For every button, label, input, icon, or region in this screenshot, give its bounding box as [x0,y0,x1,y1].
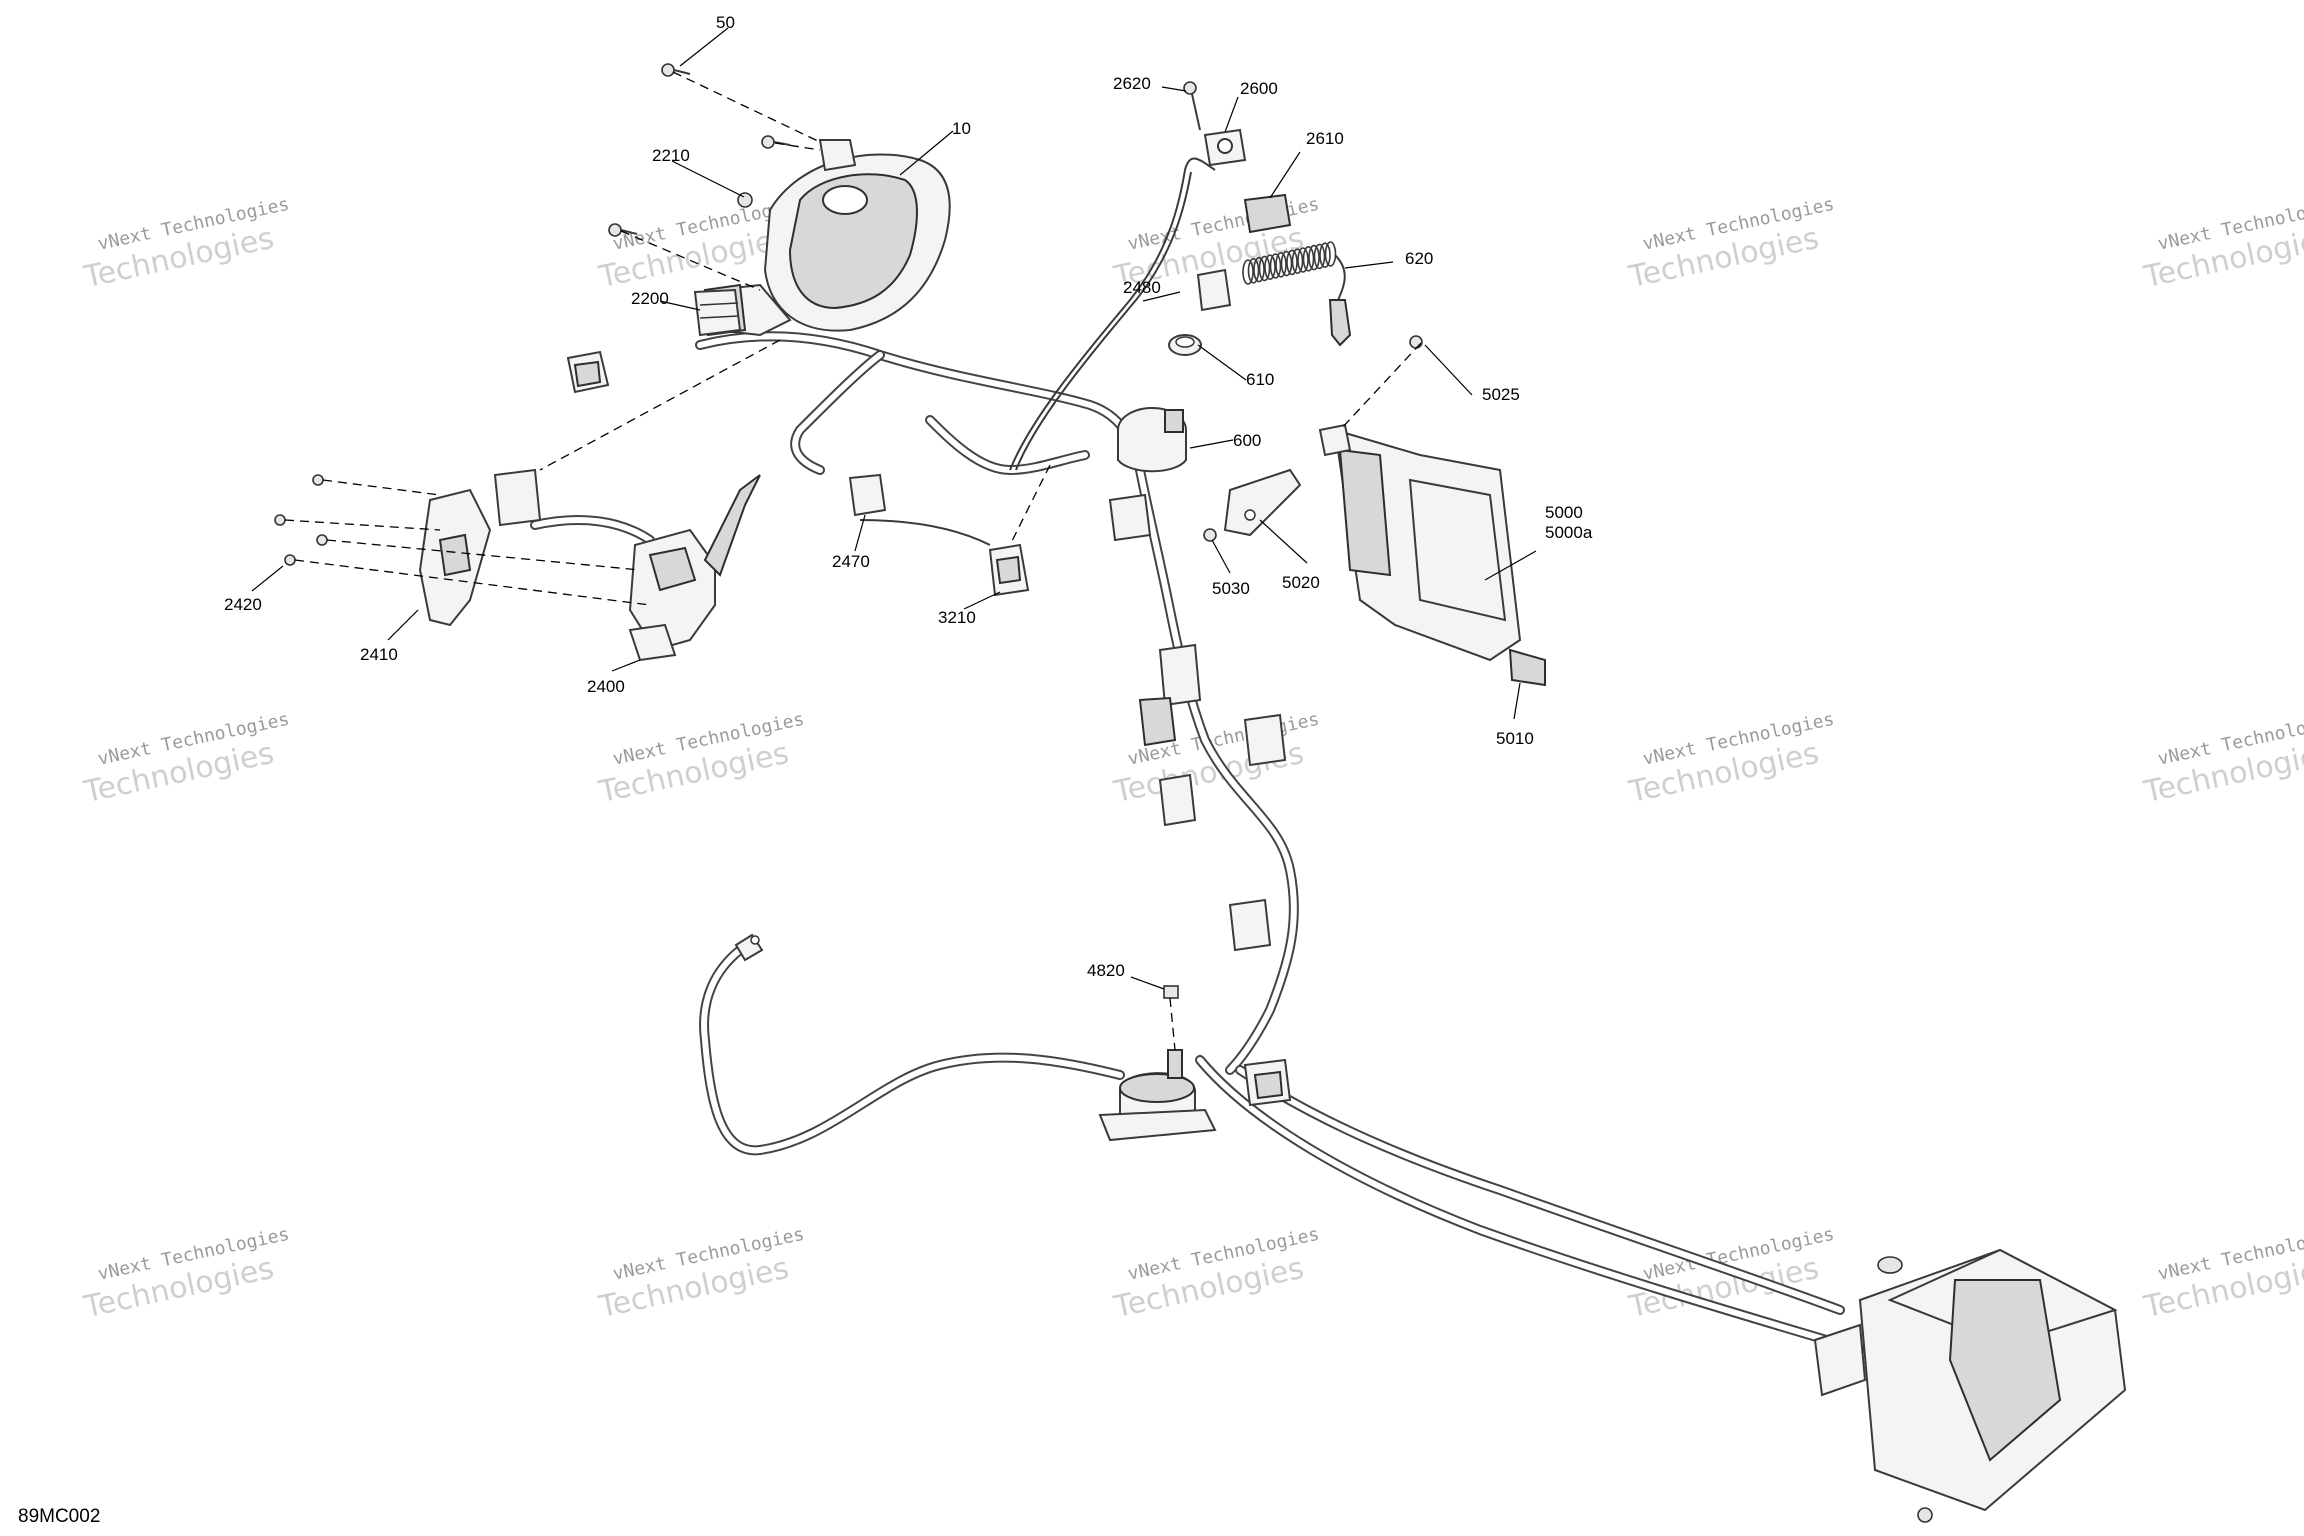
callout-50: 50 [716,13,735,32]
figure-code: 89MC002 [18,1506,100,1527]
coil-loop [1324,241,1337,267]
callout-2620: 2620 [1113,74,1151,93]
connector-3210 [988,543,1030,597]
coil-loop [1269,253,1282,279]
battery [1813,1248,2127,1523]
coil-loop [1302,245,1315,272]
connector-2470 [848,473,887,517]
callout-2200: 2200 [631,289,669,308]
connector-2200 [693,288,742,337]
bracket-5020 [1223,468,1302,537]
switch-2410 [418,468,542,627]
callout-2400: 2400 [587,677,625,696]
coil-loop [1258,255,1271,282]
callout-620: 620 [1405,249,1433,268]
callout-2470: 2470 [832,552,870,571]
wiring-harness [530,157,1865,1355]
lanyard-tip [1328,299,1352,347]
coil-loop [1291,248,1304,275]
callout-labels: 50 10 2210 2200 2620 2600 2610 620 2480 … [224,13,1593,980]
callout-5020: 5020 [1282,573,1320,592]
callout-2420: 2420 [224,595,262,614]
socket-600 [1117,407,1187,473]
coil-loop [1275,251,1287,278]
callout-600: 600 [1233,431,1261,450]
callout-3210: 3210 [938,608,976,627]
coiled-lanyard [1242,241,1346,301]
trunk-connectors [1108,493,1292,1107]
assembly-lines [284,71,1422,1051]
callout-5000a: 5000a [1545,523,1593,542]
callout-2480: 2480 [1123,278,1161,297]
callout-2600: 2600 [1240,79,1278,98]
callout-2210: 2210 [652,146,690,165]
coil-tail [1334,254,1346,301]
coil-loop [1253,256,1265,283]
starter-solenoid [1098,985,1217,1142]
coil-loop [1286,249,1298,276]
loose-connector [566,350,610,394]
coil-loop [1280,250,1293,277]
callout-5010: 5010 [1496,729,1534,748]
callout-4820: 4820 [1087,961,1125,980]
callout-5025: 5025 [1482,385,1520,404]
coil-loop [1247,257,1260,284]
key-switch [1183,81,1292,234]
coil-loop [1308,244,1320,271]
plug-610 [1168,334,1202,356]
switch-2400 [628,474,761,662]
callout-2610: 2610 [1306,129,1344,148]
callout-10: 10 [952,119,971,138]
coil-loop [1242,259,1254,285]
ecu-module [1318,335,1546,687]
coil-loop [1313,243,1326,270]
coil-loop [1264,254,1276,281]
callout-5000: 5000 [1545,503,1583,522]
callout-5030: 5030 [1212,579,1250,598]
connector-2480 [1196,268,1232,312]
leader-lines [251,27,1537,990]
callout-2410: 2410 [360,645,398,664]
coil-loop [1297,247,1309,273]
callout-610: 610 [1246,370,1274,389]
coil-loop [1319,242,1331,268]
cluster-screws [608,63,791,237]
switch-screws [274,474,328,566]
nut-5030 [1203,528,1217,542]
cable-terminal [734,933,764,962]
